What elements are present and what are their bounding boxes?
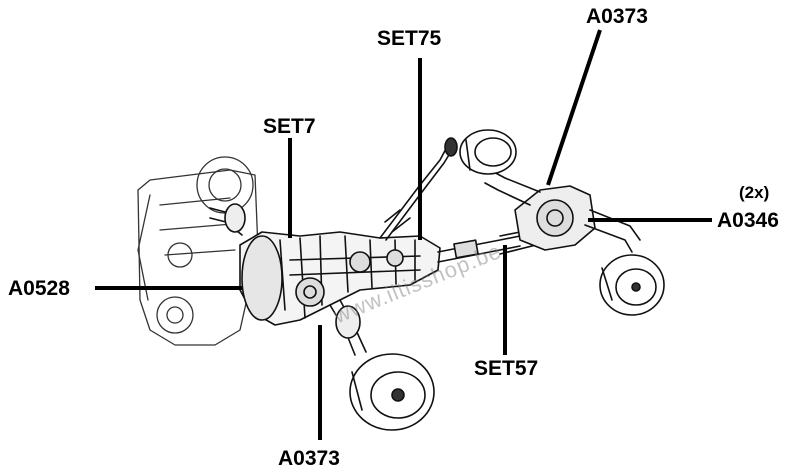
rear-upper-wheel [459, 129, 517, 175]
rear-differential [484, 169, 641, 253]
front-left-driveshaft [209, 203, 246, 236]
label-set57: SET57 [474, 357, 539, 380]
label-set75: SET75 [377, 27, 442, 50]
front-right-driveshaft [329, 299, 367, 356]
gear-lever [379, 137, 458, 241]
label-a0373-top: A0373 [586, 5, 648, 28]
gearbox-housing [239, 231, 441, 326]
label-quantity: (2x) [739, 183, 770, 202]
rear-lower-wheel [599, 254, 665, 316]
label-a0528: A0528 [8, 277, 70, 300]
label-set7: SET7 [263, 115, 316, 138]
label-a0373-bottom: A0373 [278, 447, 340, 470]
leader-a0373-top [546, 29, 602, 186]
label-a0346: A0346 [717, 209, 779, 232]
leader-lines [95, 29, 712, 440]
front-lower-wheel [349, 353, 435, 431]
